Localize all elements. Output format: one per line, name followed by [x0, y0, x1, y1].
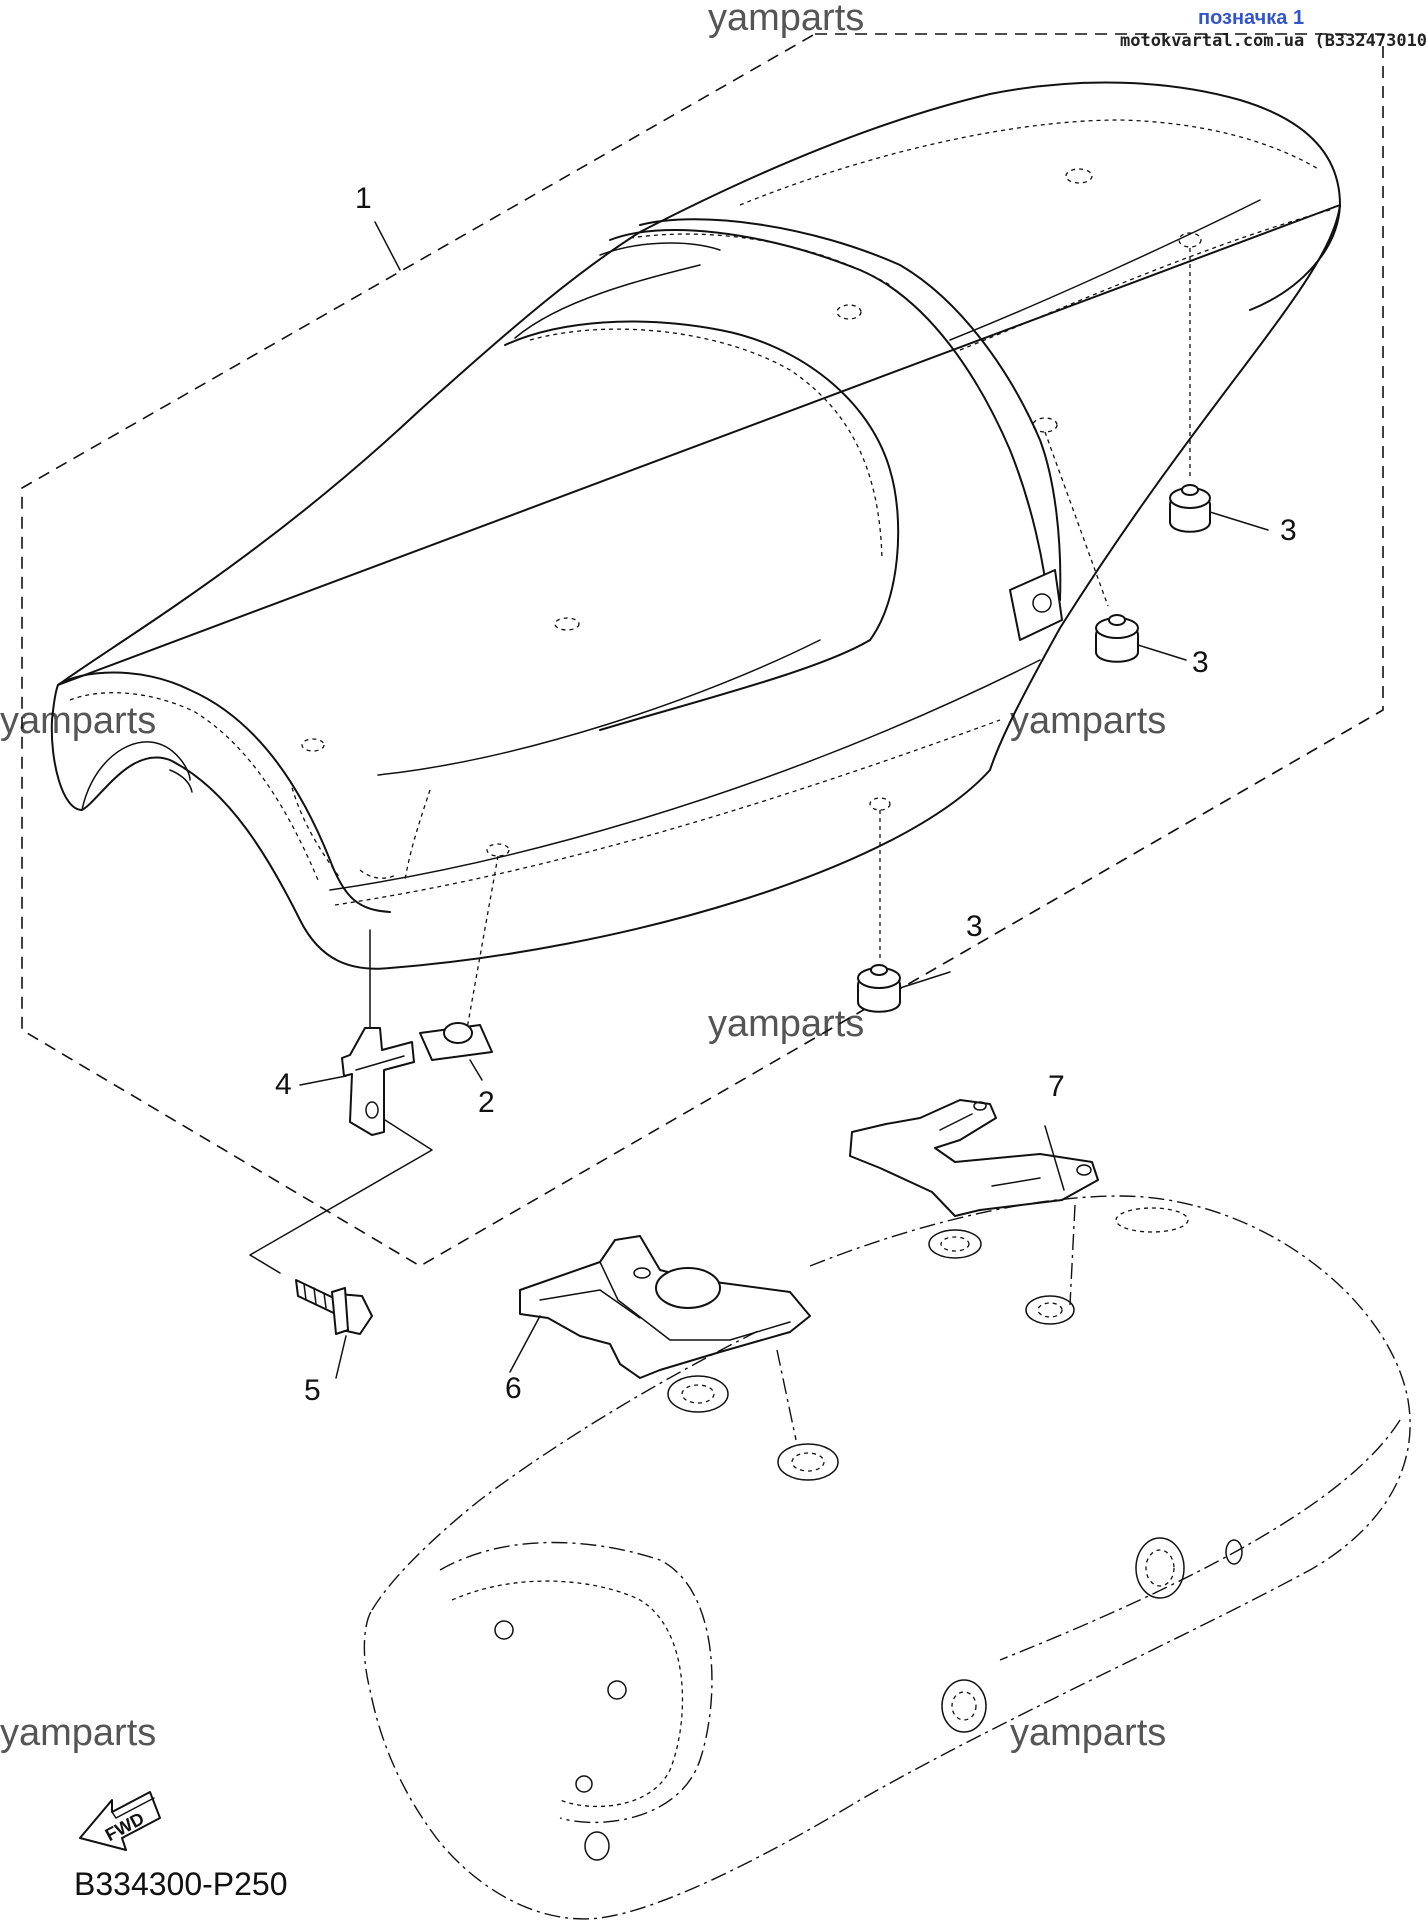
damper-part-3-lower	[857, 964, 901, 1013]
bracket-part-6	[519, 1235, 811, 1379]
watermark-top: yamparts	[708, 0, 864, 39]
bracket-part-4	[341, 1027, 415, 1136]
bracket-part-7	[849, 1099, 1099, 1217]
callout-6: 6	[505, 1372, 522, 1405]
damper-part-3-middle	[1095, 614, 1139, 663]
diagram-code: B334300-P250	[74, 1866, 288, 1902]
watermark-right-bottom: yamparts	[1010, 1712, 1166, 1754]
callout-2: 2	[478, 1086, 495, 1119]
callout-7: 7	[1048, 1070, 1065, 1103]
damper-part-3-upper	[1169, 484, 1211, 533]
watermark-left-mid: yamparts	[0, 700, 156, 742]
watermark-left-bottom: yamparts	[0, 1712, 156, 1754]
nut-part-2	[419, 1022, 493, 1061]
bolt-part-5	[295, 1279, 373, 1335]
watermark-center: yamparts	[708, 1003, 864, 1045]
rear-fender	[363, 1195, 1411, 1920]
callout-3-middle: 3	[1192, 646, 1209, 679]
callout-3-lower: 3	[966, 910, 983, 943]
callout-1: 1	[355, 182, 372, 215]
badge-source: motokvartal.com.ua (B33247301000)	[1120, 31, 1426, 51]
callout-4: 4	[275, 1068, 292, 1101]
assembly-boundary	[21, 33, 1384, 1267]
callout-3-upper: 3	[1280, 514, 1297, 547]
watermark-right-mid: yamparts	[1010, 700, 1166, 742]
seat	[50, 81, 1341, 970]
badge-title: позначка 1	[1198, 7, 1304, 29]
fwd-arrow-icon: FWD	[79, 1791, 161, 1851]
callout-5: 5	[304, 1374, 321, 1407]
